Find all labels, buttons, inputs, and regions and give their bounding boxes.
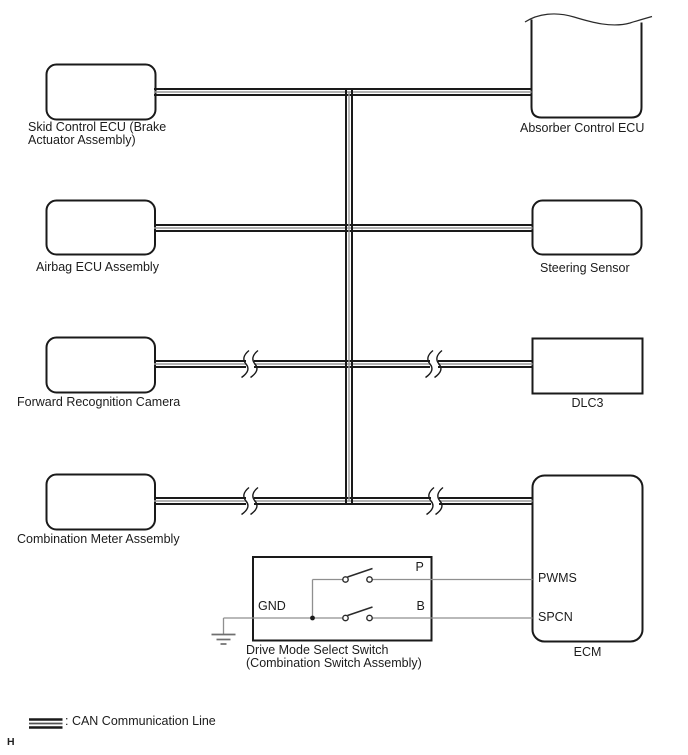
- break-mark-icon: [426, 486, 435, 516]
- switch-gnd-label: GND: [258, 598, 286, 613]
- wire-junction-dot: [310, 615, 315, 621]
- steering-sensor-label: Steering Sensor: [540, 260, 630, 275]
- switch-b-contact-right: [366, 614, 373, 622]
- steering-sensor-box: [531, 199, 643, 256]
- page-mark: H: [7, 736, 15, 748]
- absorber-box-torn-edge: [524, 13, 653, 26]
- absorber-ecu-box: [530, 19, 643, 119]
- ecm-pin-pwms-label: PWMS: [538, 570, 577, 585]
- dlc3-label: DLC3: [571, 395, 604, 410]
- switch-b-label: B: [416, 598, 425, 613]
- can-trunk-vertical: [345, 90, 353, 503]
- combination-meter-box: [45, 473, 156, 531]
- switch-b-blade: [347, 606, 373, 617]
- ecm-box: [531, 474, 644, 643]
- break-mark-icon: [241, 349, 250, 379]
- switch-signal-wires: [222, 578, 533, 634]
- switch-p-contact-right: [366, 576, 373, 583]
- break-mark-icon: [250, 349, 259, 379]
- break-mark-icon: [425, 349, 434, 379]
- switch-p-label: P: [415, 559, 424, 574]
- absorber-ecu-label: Absorber Control ECU: [520, 120, 645, 135]
- switch-b-contact-left: [342, 614, 349, 622]
- drive-mode-switch-label-line2: (Combination Switch Assembly): [246, 656, 422, 670]
- ecm-label: ECM: [573, 644, 602, 659]
- drive-mode-switch-label-line1: Drive Mode Select Switch: [246, 642, 389, 657]
- skid-control-ecu-label-line1: Skid Control ECU (Brake: [28, 119, 167, 134]
- dlc3-box: [531, 337, 644, 395]
- forward-camera-label: Forward Recognition Camera: [17, 394, 181, 409]
- skid-control-ecu-box: [45, 63, 157, 121]
- forward-camera-box: [45, 336, 156, 394]
- can-line-legend-icon: [29, 718, 63, 729]
- break-mark-icon: [241, 486, 250, 516]
- airbag-ecu-box: [45, 199, 156, 256]
- can-line-row3: [154, 360, 533, 368]
- drive-mode-switch-box: [252, 556, 433, 642]
- break-gap: [246, 352, 254, 376]
- can-line-row1: [154, 88, 532, 96]
- break-mark-icon: [434, 349, 443, 379]
- break-gap: [246, 489, 254, 513]
- line-break-marks: [241, 349, 444, 516]
- skid-control-ecu-label: Skid Control ECU (Brake Actuator Assembl…: [28, 119, 167, 148]
- drive-mode-switch-label: Drive Mode Select Switch (Combination Sw…: [246, 642, 422, 671]
- break-mark-icon: [435, 486, 444, 516]
- switch-p-contact-left: [342, 576, 349, 583]
- break-gap: [430, 352, 438, 376]
- break-mark-icon: [250, 486, 259, 516]
- can-legend-text: : CAN Communication Line: [65, 714, 216, 728]
- can-line-row2: [154, 224, 533, 232]
- airbag-ecu-label: Airbag ECU Assembly: [36, 259, 159, 274]
- can-line-row4: [154, 497, 533, 505]
- break-gap: [431, 489, 439, 513]
- ground-icon: [211, 633, 236, 645]
- skid-control-ecu-label-line2: Actuator Assembly): [28, 133, 136, 147]
- ecm-pin-spcn-label: SPCN: [538, 609, 573, 624]
- combination-meter-label: Combination Meter Assembly: [17, 531, 180, 546]
- switch-p-blade: [347, 567, 373, 578]
